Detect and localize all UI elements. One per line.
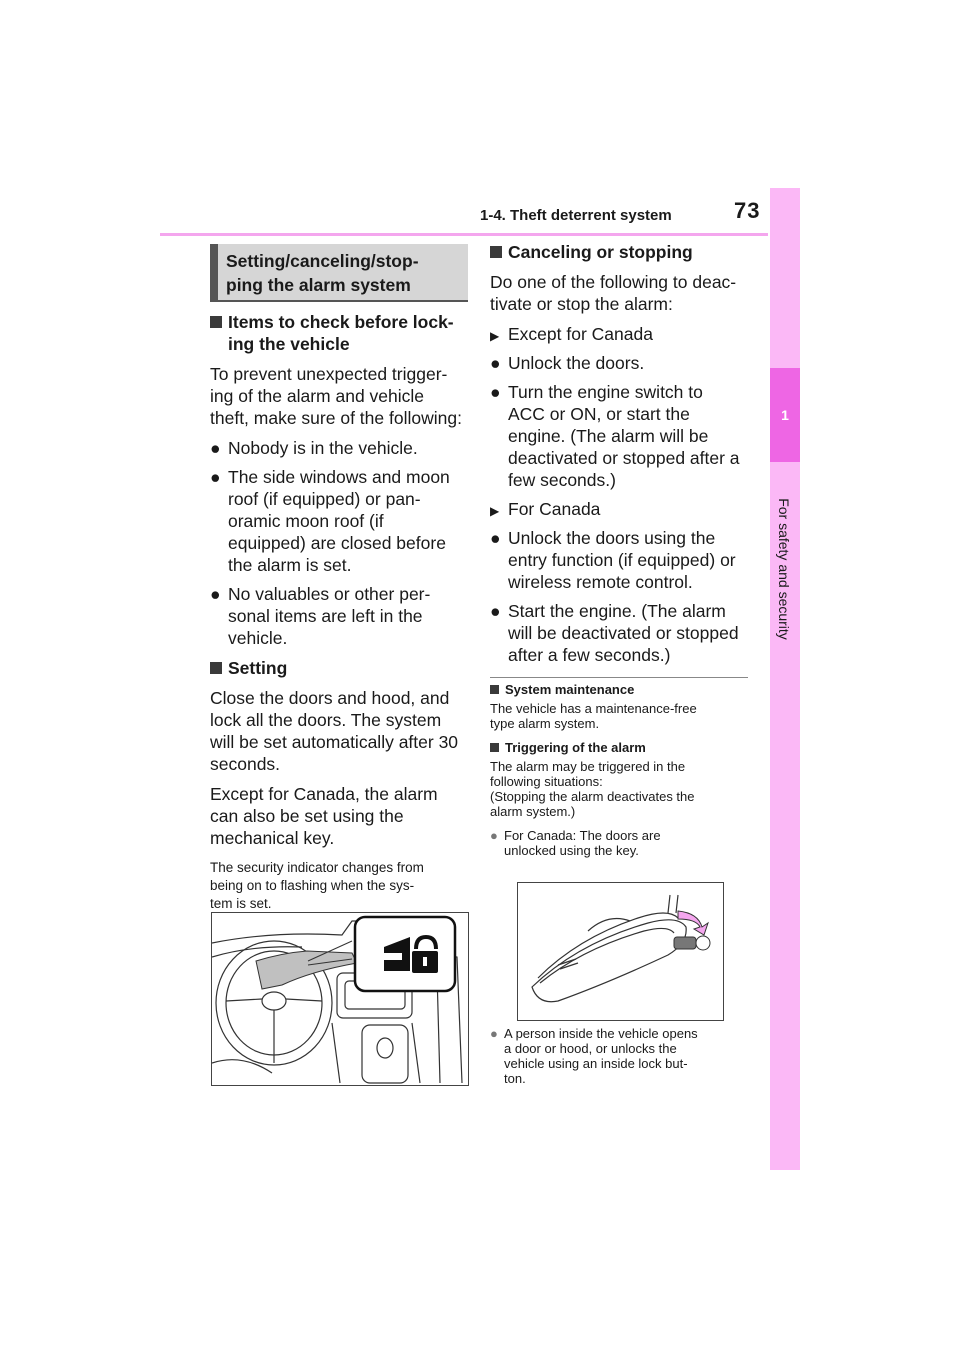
security-indicator-icon — [384, 934, 438, 973]
intro-paragraph: To prevent unexpected trigger-ing of the… — [210, 364, 462, 428]
list-item: ● Unlock the doors. — [490, 353, 645, 373]
door-handle-drawing — [531, 894, 711, 1003]
circle-bullet-icon: ● — [490, 1026, 498, 1041]
subheading-canceling: Canceling or stopping — [490, 241, 760, 263]
sub-heading-for-canada: ▶ For Canada — [490, 498, 760, 520]
disc-bullet-icon: ● — [490, 528, 501, 548]
notes-divider — [490, 677, 748, 678]
page-number: 73 — [734, 198, 761, 223]
side-tab — [770, 188, 800, 1170]
disc-bullet-icon: ● — [490, 601, 501, 621]
key-icon — [673, 935, 711, 951]
header-rule — [160, 233, 768, 236]
disc-bullet-icon: ● — [210, 438, 221, 458]
disc-bullet-icon: ● — [490, 382, 501, 402]
dashboard-drawing — [211, 915, 463, 1084]
section-heading-line2: ping the alarm system — [226, 275, 411, 295]
dashboard-illustration — [211, 912, 469, 1086]
section-header-title: 1-4. Theft deterrent system — [480, 207, 672, 224]
list-item: ● No valuables or other per-sonal items … — [210, 584, 431, 648]
square-bullet-icon — [210, 316, 222, 328]
chapter-title: For safety and security — [776, 465, 793, 675]
note-heading-triggering: Triggering of the alarm — [490, 740, 752, 756]
chapter-title-text: For safety and security — [776, 498, 792, 640]
notes-section: System maintenance The vehicle has a mai… — [490, 682, 752, 858]
triangle-arrow-icon: ▶ — [490, 504, 500, 518]
subheading-items-to-check: Items to check before lock- ing the vehi… — [210, 311, 472, 355]
disc-bullet-icon: ● — [210, 584, 221, 604]
circle-bullet-icon: ● — [490, 828, 498, 843]
square-bullet-icon — [490, 685, 499, 694]
rotate-arrow-icon — [677, 910, 709, 936]
section-heading-line1: Setting/canceling/stop- — [226, 251, 419, 271]
note-heading-maintenance: System maintenance — [490, 682, 752, 698]
subheading-setting: Setting — [210, 657, 472, 679]
door-handle-key-illustration — [517, 882, 724, 1021]
section-heading: Setting/canceling/stop- ping the alarm s… — [210, 244, 468, 302]
right-column: Canceling or stopping Do one of the foll… — [490, 241, 760, 666]
square-bullet-icon — [210, 662, 222, 674]
list-item: ● Nobody is in the vehicle. — [210, 438, 418, 458]
sub-heading-except-canada: ▶ Except for Canada — [490, 323, 760, 345]
chapter-number: 1 — [770, 368, 800, 462]
canceling-paragraph: Do one of the following to deac-tivate o… — [490, 272, 737, 314]
square-bullet-icon — [490, 246, 502, 258]
left-column: Items to check before lock- ing the vehi… — [210, 311, 472, 913]
square-bullet-icon — [490, 743, 499, 752]
disc-bullet-icon: ● — [210, 467, 221, 487]
disc-bullet-icon: ● — [490, 353, 501, 373]
triangle-arrow-icon: ▶ — [490, 329, 500, 343]
